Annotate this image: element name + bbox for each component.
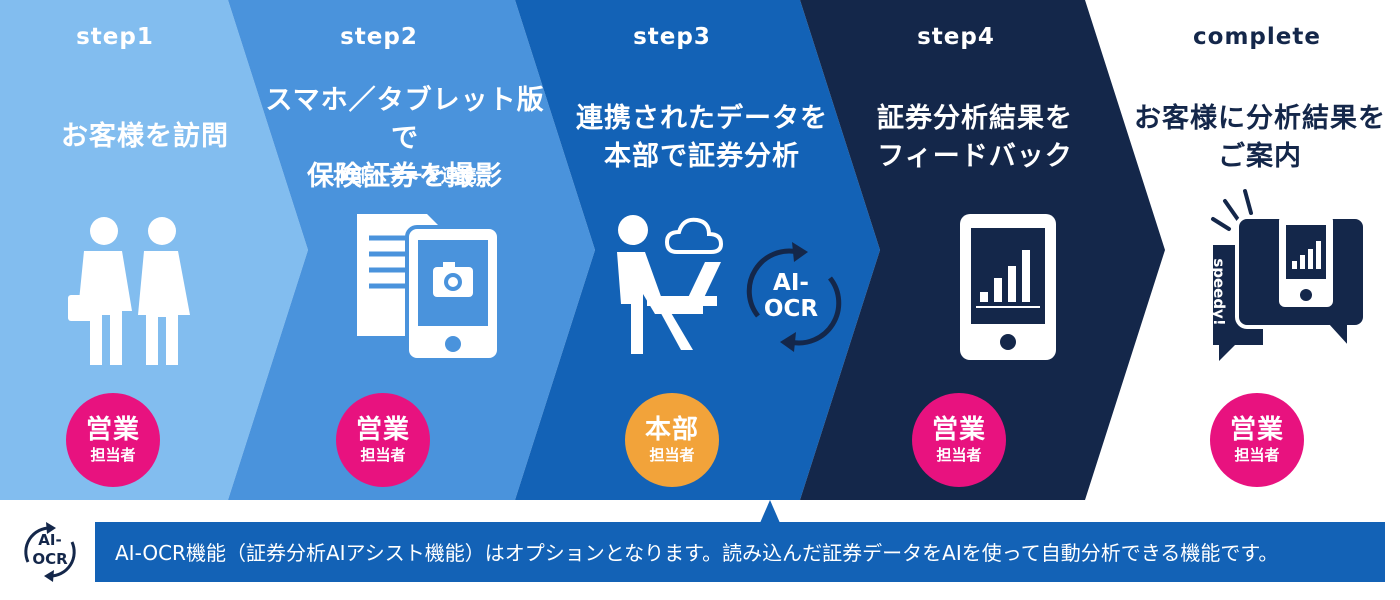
speedy-text: speedy! bbox=[1210, 258, 1228, 326]
ai-ocr-line1: AI- bbox=[773, 270, 809, 296]
tablet-chart-icon bbox=[960, 214, 1056, 360]
complete-role-badge: 営業 担当者 bbox=[1210, 393, 1304, 487]
step2-role-badge: 営業 担当者 bbox=[336, 393, 430, 487]
complete-label: complete bbox=[1193, 24, 1321, 50]
step2-title-line1: スマホ／タブレット版で bbox=[265, 85, 545, 154]
step1-role-main: 営業 bbox=[85, 415, 140, 445]
people-meeting-icon bbox=[68, 217, 190, 365]
step3-label: step3 bbox=[633, 24, 711, 50]
complete-role-main: 営業 bbox=[1229, 415, 1284, 445]
document-tablet-camera-icon bbox=[357, 214, 501, 362]
step1-chevron bbox=[0, 0, 308, 500]
ai-ocr-cycle-icon bbox=[746, 242, 842, 352]
step4-title-line2: フィードバック bbox=[877, 141, 1073, 172]
step4-label: step4 bbox=[917, 24, 995, 50]
step4-title: 証券分析結果を フィードバック bbox=[830, 100, 1120, 176]
ai-ocr-note-banner bbox=[95, 522, 1385, 582]
banner-pointer bbox=[760, 500, 780, 523]
ai-ocr-badge-line1: AI- bbox=[38, 531, 62, 549]
step3-title: 連携されたデータを 本部で証券分析 bbox=[557, 100, 847, 176]
complete-role-sub: 担当者 bbox=[1234, 446, 1280, 464]
ai-ocr-note-text: AI-OCR機能（証券分析AIアシスト機能）はオプションとなります。読み込んだ証… bbox=[115, 541, 1279, 565]
ai-ocr-cycle-label: AI- OCR bbox=[745, 270, 837, 322]
step2-title-line2: 保険証券を撮影 bbox=[307, 161, 503, 192]
step4-title-line1: 証券分析結果を bbox=[877, 103, 1073, 134]
step1-title-line: お客様を訪問 bbox=[61, 121, 229, 152]
step2-subtitle: 本部へデータ連携 bbox=[333, 166, 477, 187]
step1-role-sub: 担当者 bbox=[90, 446, 136, 464]
step3-title-line1: 連携されたデータを bbox=[576, 103, 828, 134]
step1-role-badge: 営業 担当者 bbox=[66, 393, 160, 487]
step2-role-main: 営業 bbox=[355, 415, 410, 445]
complete-title-line1: お客様に分析結果を bbox=[1134, 103, 1386, 134]
person-laptop-cloud-icon bbox=[617, 215, 724, 354]
speech-bubble-tablet-icon bbox=[1211, 189, 1367, 361]
ai-ocr-line2: OCR bbox=[763, 296, 819, 322]
step2-title: スマホ／タブレット版で 保険証券を撮影 bbox=[260, 82, 550, 196]
step2-label: step2 bbox=[340, 24, 418, 50]
step3-role-sub: 担当者 bbox=[649, 446, 695, 464]
ai-ocr-badge-line2: OCR bbox=[32, 550, 68, 568]
step3-role-badge: 本部 担当者 bbox=[625, 393, 719, 487]
step2-role-sub: 担当者 bbox=[360, 446, 406, 464]
step4-role-badge: 営業 担当者 bbox=[912, 393, 1006, 487]
complete-title-line2: ご案内 bbox=[1218, 141, 1302, 172]
ai-ocr-badge-cycle-icon bbox=[24, 522, 76, 582]
step4-role-main: 営業 bbox=[931, 415, 986, 445]
step1-title: お客様を訪問 bbox=[0, 118, 290, 156]
ai-ocr-badge-label: AI- OCR bbox=[14, 531, 86, 569]
step3-title-line2: 本部で証券分析 bbox=[604, 141, 800, 172]
step4-role-sub: 担当者 bbox=[936, 446, 982, 464]
step3-role-main: 本部 bbox=[644, 415, 699, 445]
complete-title: お客様に分析結果を ご案内 bbox=[1110, 100, 1400, 176]
step1-label: step1 bbox=[76, 24, 154, 50]
